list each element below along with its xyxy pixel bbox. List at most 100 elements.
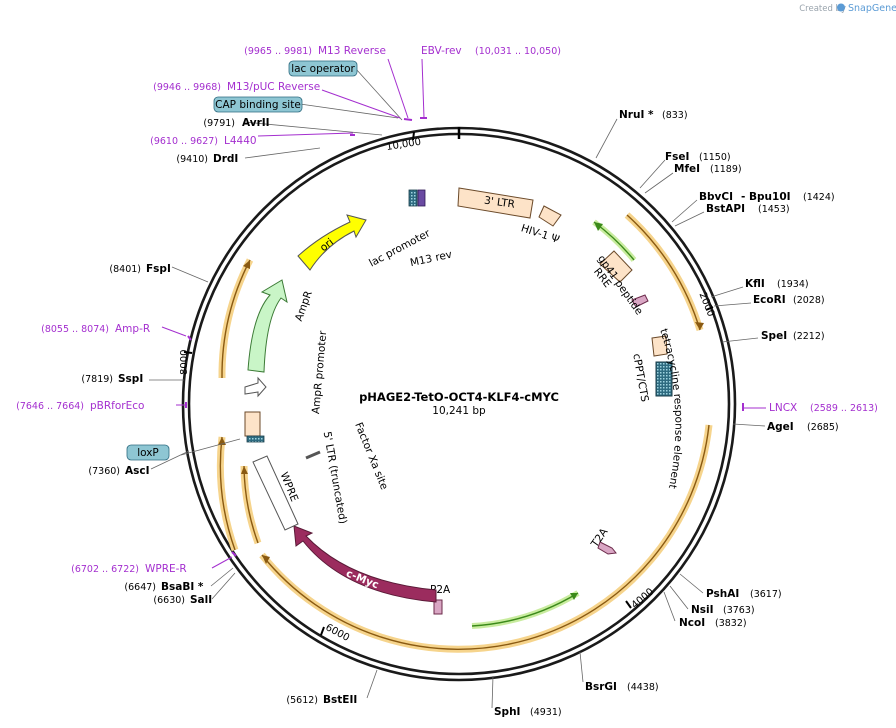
site-bstapi: BstAPI <box>706 203 745 215</box>
primer-wprer-coord: (6702 .. 6722) <box>71 564 139 575</box>
site-asci: AscI <box>125 465 150 477</box>
ltr5-box <box>244 411 261 437</box>
factor-xa-mark <box>305 450 321 460</box>
cap-binding-box <box>213 96 303 113</box>
orf-arrow-5 <box>221 259 251 379</box>
primer-l4440: L4440 <box>224 135 257 147</box>
site-bbvci: BbvCI <box>699 191 733 203</box>
site-ncoi-coord: (3832) <box>715 618 747 629</box>
site-nsii-coord: (3763) <box>723 605 755 616</box>
orf-band-5 <box>218 258 254 379</box>
snapgene-logo-icon <box>837 3 845 12</box>
orf-band-4 <box>240 465 262 545</box>
green-arrow-2 <box>471 592 579 627</box>
orf-arrowhead-4 <box>241 466 248 474</box>
cmyc-arrow <box>293 525 437 603</box>
plasmid-name: pHAGE2-TetO-OCT4-KLF4-cMYC <box>359 390 559 404</box>
credit-brand: SnapGene <box>848 3 896 14</box>
site-bsabi-coord: (6647) <box>124 582 156 593</box>
site-nrui-coord: (833) <box>662 110 688 121</box>
tick-label-4000: 4000 <box>630 586 657 611</box>
lac-promoter-block <box>408 189 418 207</box>
site-kfli: KflI <box>745 278 765 290</box>
primer-m13puc: M13/pUC Reverse <box>227 81 320 93</box>
tick-8000 <box>183 351 193 354</box>
gp41-arrow <box>631 294 649 308</box>
site-fsei: FseI <box>665 151 689 163</box>
site-sphi: SphI <box>494 706 520 718</box>
hiv-psi-box <box>538 205 562 227</box>
site-avrii: AvrII <box>242 117 270 129</box>
site-asci-coord: (7360) <box>88 466 120 477</box>
site-ncoi: NcoI <box>679 617 705 629</box>
feature-label-3ltr: 3' LTR <box>483 195 515 211</box>
tre-block <box>655 361 673 397</box>
primer-pbrforeco-coord: (7646 .. 7664) <box>16 401 84 412</box>
primer-ebvrev: EBV-rev <box>421 45 462 57</box>
orf-arrowhead-1 <box>695 322 704 330</box>
site-leaders <box>149 118 766 709</box>
site-nsii: NsiI <box>691 604 714 616</box>
site-avrii-coord: (9791) <box>203 118 235 129</box>
primer-ampr: Amp-R <box>115 323 150 335</box>
feature-label-cppt: cPPT/CTS <box>630 353 650 403</box>
site-ecori-coord: (2028) <box>793 295 825 306</box>
credit-prefix: Created by <box>799 4 846 14</box>
orf-arrow-2 <box>261 424 710 650</box>
site-sspi-coord: (7819) <box>81 374 113 385</box>
site-agei: AgeI <box>767 421 794 433</box>
feature-label-hiv-psi: HIV-1 Ψ <box>519 222 560 246</box>
site-fspi-coord: (8401) <box>109 264 141 275</box>
site-sali-coord: (6630) <box>153 595 185 606</box>
primer-wprer: WPRE-R <box>145 563 187 575</box>
site-fspi: FspI <box>146 263 171 275</box>
orf-arrowhead-2 <box>262 555 270 564</box>
primer-marks <box>185 117 744 557</box>
lac-operator-label: lac operator <box>291 63 355 75</box>
m13rev-block <box>417 189 426 207</box>
feature-label-cmyc: c-Myc <box>344 568 380 592</box>
tick-label-10000: 10,000 <box>386 137 422 153</box>
site-pshai: PshAI <box>706 588 739 600</box>
primer-ebvrev-coord: (10,031 .. 10,050) <box>475 46 561 57</box>
site-ecori: EcoRI <box>753 294 786 306</box>
orf-arrow-3 <box>219 436 236 551</box>
tick-4000 <box>625 600 632 609</box>
wpre-box <box>252 455 299 531</box>
tick-10000 <box>412 131 415 141</box>
green-arrowhead-1 <box>594 222 603 231</box>
site-mfei-coord: (1189) <box>710 164 742 175</box>
cap-binding-label: CAP binding site <box>215 99 301 111</box>
green-arrowhead-2 <box>570 593 578 600</box>
site-drdi-coord: (9410) <box>176 154 208 165</box>
tick-2000 <box>705 306 714 311</box>
site-spei-coord: (2212) <box>793 331 825 342</box>
loxp-block <box>246 435 265 443</box>
ori-arrow <box>297 214 367 271</box>
site-bpu10i: - Bpu10I <box>741 191 791 203</box>
site-bstapi-coord: (1453) <box>758 204 790 215</box>
site-bsabi: BsaBI * <box>161 581 204 593</box>
ltr3-box <box>457 187 534 219</box>
primer-ampr-coord: (8055 .. 8074) <box>41 324 109 335</box>
cppt-box <box>651 335 668 357</box>
t2a-arrow <box>597 541 617 555</box>
loxp-box <box>126 444 170 461</box>
feature-label-m13rev: M13 rev <box>409 249 453 270</box>
site-bsrgi-coord: (4438) <box>627 682 659 693</box>
ampr-promoter-arrow <box>244 376 267 398</box>
primer-m13rev-coord: (9965 .. 9981) <box>244 46 312 57</box>
lac-operator-box <box>288 60 358 77</box>
site-kfli-coord: (1934) <box>777 279 809 290</box>
primer-l4440-coord: (9610 .. 9627) <box>150 136 218 147</box>
site-agei-coord: (2685) <box>807 422 839 433</box>
primer-pbrforeco: pBRforEco <box>90 400 144 412</box>
site-sspi: SspI <box>118 373 143 385</box>
loxp-label: loxP <box>137 447 159 459</box>
primer-m13rev: M13 Reverse <box>318 45 386 57</box>
feature-label-ampr-promoter: AmpR promoter <box>310 330 329 415</box>
site-sphi-coord: (4931) <box>530 707 562 718</box>
site-spei: SpeI <box>761 330 787 342</box>
plasmid-size: 10,241 bp <box>432 405 486 417</box>
orf-arrowhead-5 <box>243 260 250 269</box>
